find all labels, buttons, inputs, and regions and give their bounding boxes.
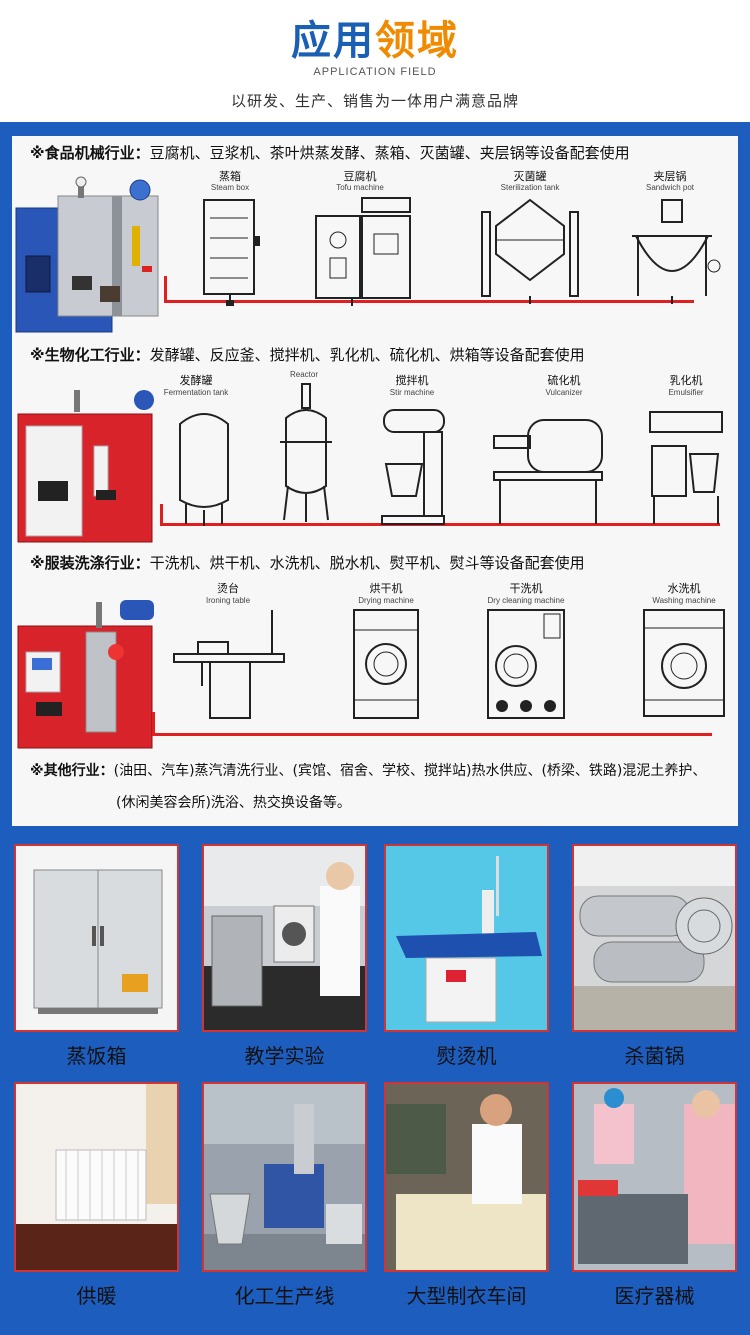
machine-label-cn: 硫化机 <box>547 374 581 387</box>
radiator-photo <box>14 1082 179 1272</box>
machine-label-cn: 豆腐机 <box>343 170 377 183</box>
machine-label-cn: 乳化机 <box>669 374 703 387</box>
machine-label-cn: 夹层锅 <box>653 170 687 183</box>
sterilization-tank-icon <box>481 198 579 304</box>
tofu-machine-icon <box>315 197 411 306</box>
emulsifier-icon <box>649 411 723 524</box>
title-english: APPLICATION FIELD <box>313 66 437 78</box>
machine-label-en: Stir machine <box>389 388 435 397</box>
machine-label-cn: 水洗机 <box>667 582 701 595</box>
machine-label-en: Sandwich pot <box>645 183 695 192</box>
machine-label-en: Fermentation tank <box>163 388 229 397</box>
content-frame: ※食品机械行业：豆腐机、豆浆机、茶叶烘蒸发酵、蒸箱、灭菌罐、夹层锅等设备配套使用… <box>0 122 750 1335</box>
photo-caption: 熨烫机 <box>436 1044 497 1068</box>
machine-label-cn: 搅拌机 <box>395 374 429 387</box>
red-boiler-icon <box>17 600 154 749</box>
sterilizer-photo <box>572 844 737 1032</box>
machine-label-en: Steam box <box>210 183 250 192</box>
subtitle: 以研发、生产、销售为一体用户满意品牌 <box>230 92 519 110</box>
fermentation-tank-icon <box>179 413 229 526</box>
machine-label-en: Reactor <box>289 370 319 379</box>
rice-steamer-photo <box>14 844 179 1032</box>
other-industries-line-1: ※其他行业：(油田、汽车)蒸汽清洗行业、(宾馆、宿舍、学校、搅拌站)热水供应、(… <box>30 760 706 780</box>
photo-caption: 蒸饭箱 <box>66 1044 127 1068</box>
machine-label-en: Sterilization tank <box>500 183 560 192</box>
drying-machine-icon <box>353 609 419 719</box>
photo-caption: 教学实验 <box>244 1044 325 1068</box>
steam-box-icon <box>203 199 260 306</box>
other-industries-line-2: (休闲美容会所)洗浴、热交换设备等。 <box>116 795 351 811</box>
industry-desc: 豆腐机、豆浆机、茶叶烘蒸发酵、蒸箱、灭菌罐、夹层锅等设备配套使用 <box>149 144 630 162</box>
industry-title-label: ※生物化工行业： <box>30 346 150 364</box>
machine-label-en: Tofu machine <box>336 183 384 192</box>
garment-workshop-photo <box>384 1082 549 1272</box>
lab-photo <box>202 844 367 1032</box>
machine-label-cn: 蒸箱 <box>219 170 241 183</box>
reactor-icon <box>280 383 332 522</box>
red-boiler-icon <box>17 390 154 543</box>
industry-title-garment: ※服装洗涤行业：干洗机、烘干机、水洗机、脱水机、熨平机、熨斗等设备配套使用 <box>30 552 585 573</box>
other-desc-line1: (油田、汽车)蒸汽清洗行业、(宾馆、宿舍、学校、搅拌站)热水供应、(桥梁、铁路)… <box>113 763 707 779</box>
photo-caption: 大型制衣车间 <box>406 1284 527 1308</box>
photo-caption: 供暖 <box>76 1284 117 1308</box>
machine-label-en: Drying machine <box>358 596 414 605</box>
machine-label-en: Dry cleaning machine <box>487 596 565 605</box>
vulcanizer-icon <box>493 419 603 524</box>
machine-label-en: Washing machine <box>652 596 716 605</box>
page-title: 应用领域 <box>0 8 750 66</box>
industry-title-label: ※食品机械行业： <box>30 144 150 162</box>
sandwich-pot-icon <box>632 199 721 304</box>
industry-title-biochem: ※生物化工行业：发酵罐、反应釜、搅拌机、乳化机、硫化机、烘箱等设备配套使用 <box>30 344 585 365</box>
industry-title-food: ※食品机械行业：豆腐机、豆浆机、茶叶烘蒸发酵、蒸箱、灭菌罐、夹层锅等设备配套使用 <box>30 142 630 163</box>
industry-title-label: ※服装洗涤行业： <box>30 554 150 572</box>
ironing-machine-photo <box>384 844 549 1032</box>
photo-caption: 化工生产线 <box>234 1284 335 1308</box>
medical-instruments-photo <box>572 1082 737 1272</box>
machine-label-en: Emulsifier <box>668 388 704 397</box>
machine-label-cn: 干洗机 <box>509 582 543 595</box>
photo-caption: 杀菌锅 <box>624 1044 685 1068</box>
machine-label-cn: 烫台 <box>217 582 239 595</box>
ironing-table-icon <box>173 610 285 719</box>
title-part-2: 领域 <box>375 18 459 64</box>
stir-machine-icon <box>381 409 445 525</box>
chemical-line-photo <box>202 1082 367 1272</box>
machine-label-en: Ironing table <box>205 596 251 605</box>
machine-label-en: Vulcanizer <box>545 388 583 397</box>
blue-boiler-icon <box>15 176 159 333</box>
photo-caption: 医疗器械 <box>614 1284 695 1308</box>
industry-panel: ※食品机械行业：豆腐机、豆浆机、茶叶烘蒸发酵、蒸箱、灭菌罐、夹层锅等设备配套使用… <box>12 136 738 826</box>
machine-label-cn: 烘干机 <box>369 582 403 595</box>
machine-label-cn: 灭菌罐 <box>513 170 547 183</box>
industry-desc: 发酵罐、反应釜、搅拌机、乳化机、硫化机、烘箱等设备配套使用 <box>149 346 585 364</box>
dry-cleaning-machine-icon <box>487 609 565 719</box>
title-part-1: 应用 <box>291 18 375 64</box>
header: 应用领域 APPLICATION FIELD 以研发、生产、销售为一体用户满意品… <box>0 0 750 122</box>
other-title: ※其他行业： <box>30 763 114 779</box>
machine-label-cn: 发酵罐 <box>179 374 213 387</box>
industry-desc: 干洗机、烘干机、水洗机、脱水机、熨平机、熨斗等设备配套使用 <box>149 554 585 572</box>
washing-machine-icon <box>643 609 725 717</box>
